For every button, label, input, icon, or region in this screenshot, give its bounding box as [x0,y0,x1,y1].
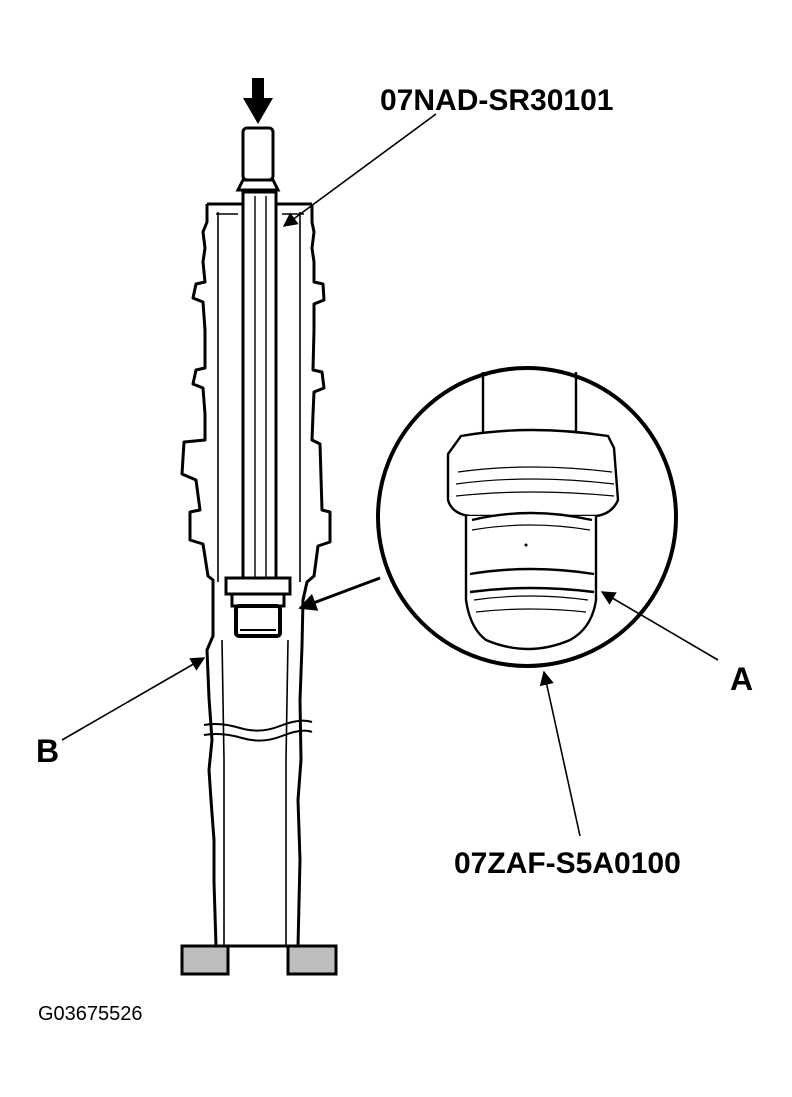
callout-a: A [730,661,753,697]
housing-inner-wall [216,212,304,946]
detail-circle [298,366,678,668]
seal-a-installed [234,604,282,638]
callout-b: B [36,733,59,769]
driver-tool [224,126,292,608]
support-blocks [180,944,338,976]
tool-label-top: 07NAD-SR30101 [380,84,613,117]
leader-lines [61,113,719,837]
tool-label-bottom: 07ZAF-S5A0100 [454,847,681,880]
break-lines [203,719,313,742]
figure-id: G03675526 [38,1003,143,1025]
press-arrow-icon [243,78,273,124]
